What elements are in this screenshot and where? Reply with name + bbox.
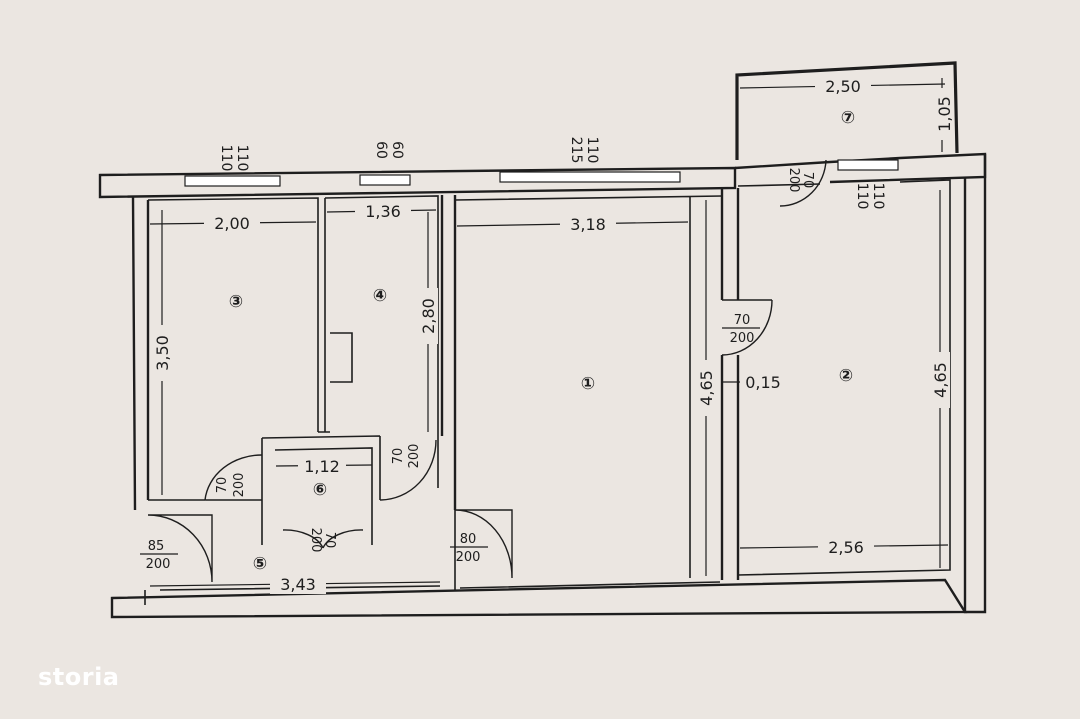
room-6-number: ⑥: [313, 480, 327, 500]
door-room1-swing: [454, 509, 513, 579]
dim-room5-width: 3,43: [280, 575, 316, 594]
door-entrance-width: 85: [148, 539, 165, 554]
door-room4-width: 70: [391, 448, 406, 465]
window-4-glass: [837, 159, 899, 171]
door-balcony-height: 200: [786, 168, 801, 193]
door-room3-swing: [204, 454, 263, 501]
door-room3-width: 70: [215, 477, 230, 494]
dim-room1-height: 4,65: [697, 370, 716, 406]
dim-room4-width: 1,36: [365, 202, 401, 221]
door-room3-height: 200: [232, 473, 247, 498]
window-3-top: 215: [568, 137, 584, 164]
dim-room2-height: 4,65: [931, 362, 950, 398]
window-3-bottom: 110: [584, 137, 600, 164]
window-glazing: [184, 159, 899, 187]
window-2-top: 60: [373, 141, 389, 159]
door-entrance-swing: [147, 514, 213, 583]
dim-wall-gap: 0,15: [745, 373, 781, 392]
dimension-lines: [149, 78, 949, 587]
balcony-wall: [735, 61, 959, 160]
door-room4-swing: [379, 439, 437, 501]
window-3-glass: [499, 171, 681, 183]
door-entrance-height: 200: [146, 557, 171, 572]
outer-wall-bottom: [110, 578, 968, 619]
room-2-number: ②: [839, 366, 853, 386]
room-numbers: ① ② ③ ④ ⑤ ⑥ ⑦: [229, 108, 855, 574]
door-labels: 85 200 70 200 70 200 80 200 70 200 70 20…: [140, 168, 815, 572]
window-labels: 110 110 60 60 215 110 110 110: [218, 137, 886, 210]
outer-wall-left: [131, 196, 150, 511]
window-4-bottom: 110: [870, 183, 886, 210]
window-2-bottom: 60: [389, 141, 405, 159]
dimension-labels: 2,00 3,50 1,36 2,80 3,18 4,65 0,15 2,56 …: [152, 76, 954, 594]
window-2-glass: [359, 174, 411, 186]
room-4-number: ④: [373, 286, 387, 306]
door-room2-width: 70: [734, 313, 751, 328]
door-room4-height: 200: [407, 444, 422, 469]
door-balcony-swing: [779, 159, 827, 207]
partition-4-1: [440, 195, 457, 510]
dim-room4-height: 2,80: [419, 298, 438, 334]
door-balcony-width: 70: [800, 172, 815, 189]
dim-room7-height: 1,05: [935, 96, 954, 132]
outer-wall-top: [98, 166, 737, 199]
door-closet-swing: [282, 529, 364, 549]
dim-room3-height: 3,50: [153, 335, 172, 371]
dim-room6-width: 1,12: [304, 457, 340, 476]
room-4-walls: [318, 195, 439, 488]
outer-wall-top-right: [734, 152, 987, 184]
window-1-glass: [184, 175, 281, 187]
dim-room2-width: 2,56: [828, 538, 864, 557]
room-6-walls: [261, 435, 381, 545]
dim-room1-width: 3,18: [570, 215, 606, 234]
room-5-number: ⑤: [253, 554, 267, 574]
room-7-number: ⑦: [841, 108, 855, 128]
door-closet-width: 70: [322, 532, 337, 549]
storia-watermark: storia: [38, 663, 120, 691]
door-closet-height: 200: [308, 528, 323, 553]
room-3-number: ③: [229, 292, 243, 312]
outer-wall-right: [963, 154, 987, 614]
window-1-top: 110: [218, 145, 234, 172]
room-1-number: ①: [581, 374, 595, 394]
room-3-walls: [147, 197, 319, 501]
dim-room3-width: 2,00: [214, 214, 250, 233]
dim-room7-width: 2,50: [825, 77, 861, 96]
room-1-walls: [454, 195, 723, 590]
walls: [98, 61, 987, 619]
window-4-top: 110: [854, 183, 870, 210]
door-room1-height: 200: [456, 550, 481, 565]
door-swings: [147, 159, 827, 583]
door-room2-height: 200: [730, 331, 755, 346]
door-room2-swing: [721, 299, 773, 356]
partition-1-2: [720, 188, 740, 580]
window-1-bottom: 110: [234, 145, 250, 172]
door-room1-width: 80: [460, 532, 477, 547]
